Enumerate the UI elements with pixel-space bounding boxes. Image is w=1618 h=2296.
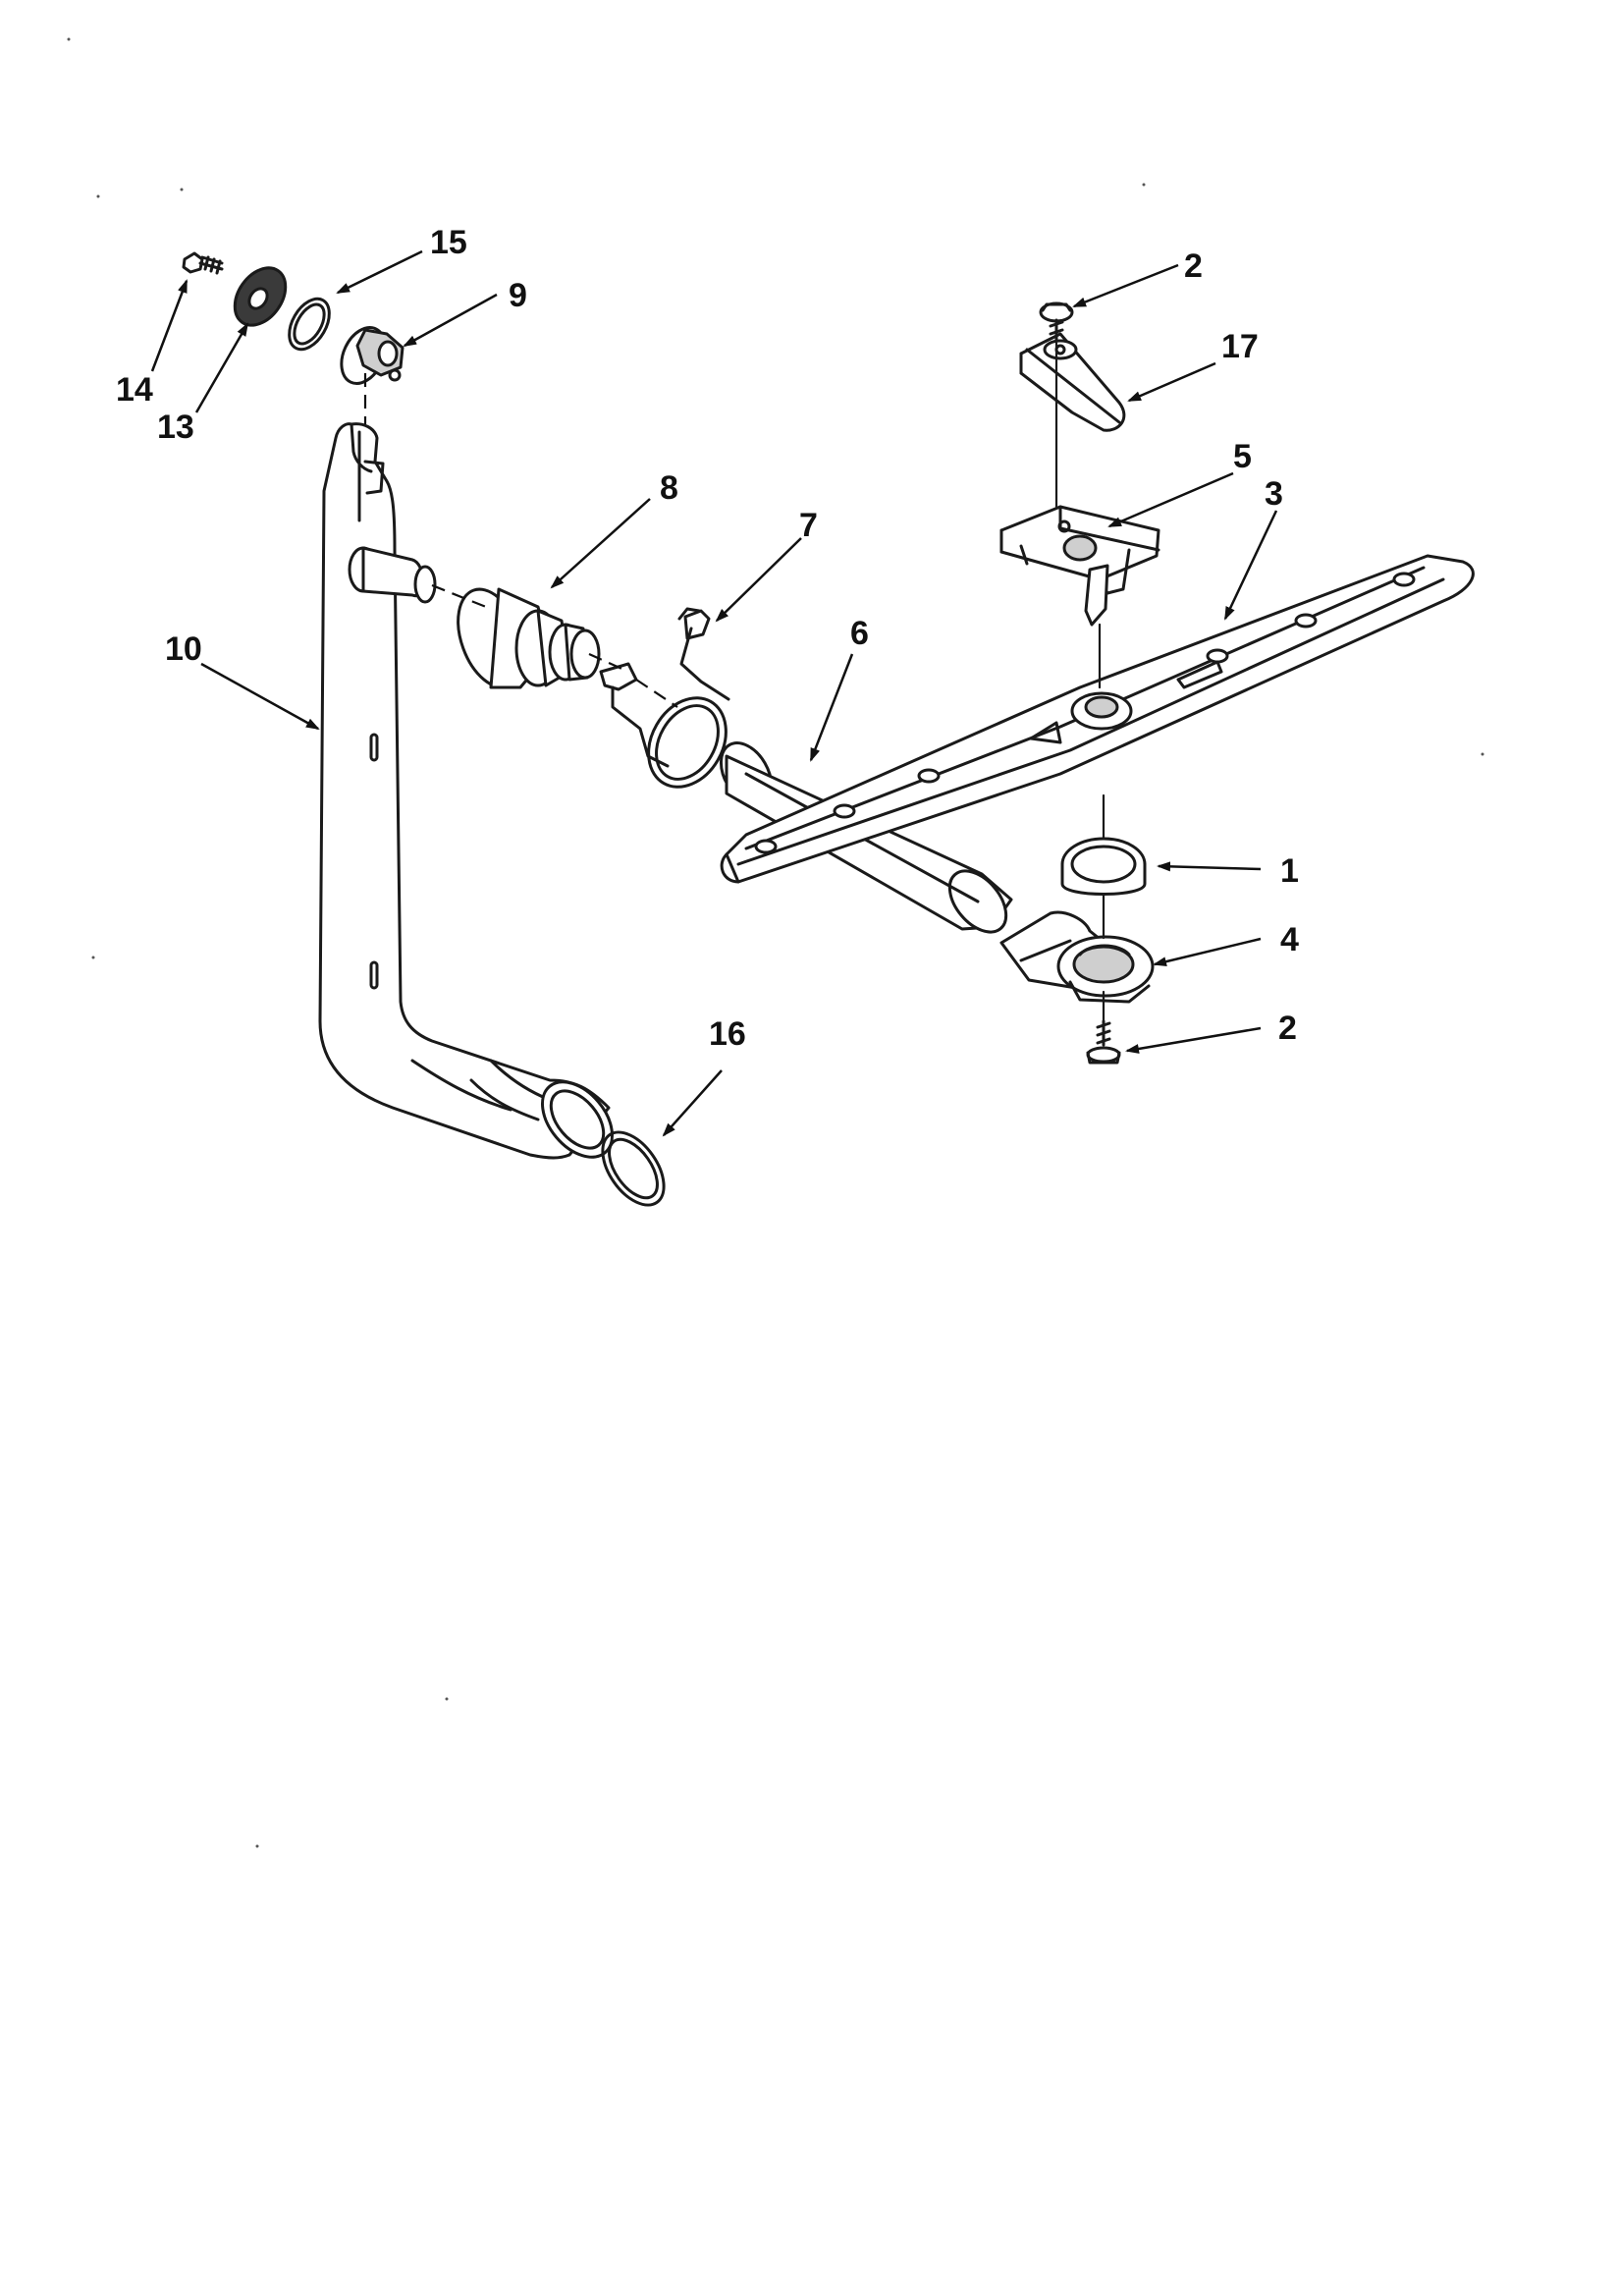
callout-16: 16	[709, 1015, 746, 1053]
part-10-supply-tube	[318, 422, 614, 1160]
part-16-o-ring	[601, 1130, 666, 1207]
callout-1: 1	[1280, 852, 1299, 890]
part-9-hub-nut	[340, 326, 404, 385]
callout-14: 14	[116, 371, 153, 409]
callout-9: 9	[509, 277, 527, 314]
callout-6: 6	[850, 615, 869, 652]
callout-13: 13	[157, 409, 194, 446]
part-2-screw-top	[1039, 301, 1074, 342]
part-3-spray-arm	[720, 554, 1475, 884]
part-5-bracket	[999, 505, 1160, 627]
part-14-screw	[182, 251, 224, 275]
callout-7: 7	[799, 507, 818, 544]
part-6-tube	[719, 741, 1013, 934]
part-7-clip	[599, 607, 730, 789]
callout-8: 8	[660, 469, 678, 507]
callout-labels: 15 9 14 13 8 7 6 10 16 2 17 5 3 1 4 2	[116, 224, 1299, 1053]
callout-17: 17	[1221, 328, 1259, 365]
callout-3: 3	[1265, 475, 1283, 513]
callout-10: 10	[165, 630, 202, 668]
callout-2-bottom: 2	[1278, 1010, 1297, 1047]
scan-specks	[67, 37, 1484, 1848]
part-8-bellows-seal	[457, 587, 601, 689]
callout-15: 15	[430, 224, 467, 261]
part-13-washer	[233, 266, 288, 327]
part-1-ring	[1060, 837, 1147, 896]
callout-5: 5	[1233, 438, 1252, 475]
callout-2-top: 2	[1184, 247, 1203, 285]
part-15-o-ring	[288, 297, 331, 352]
part-2-screw-bottom	[1086, 1019, 1121, 1065]
callout-4: 4	[1280, 921, 1299, 958]
part-4-bearing	[999, 910, 1155, 1004]
part-17-cap	[1019, 332, 1126, 432]
assembly-lines	[363, 338, 1106, 1023]
leader-lines	[150, 249, 1278, 1137]
